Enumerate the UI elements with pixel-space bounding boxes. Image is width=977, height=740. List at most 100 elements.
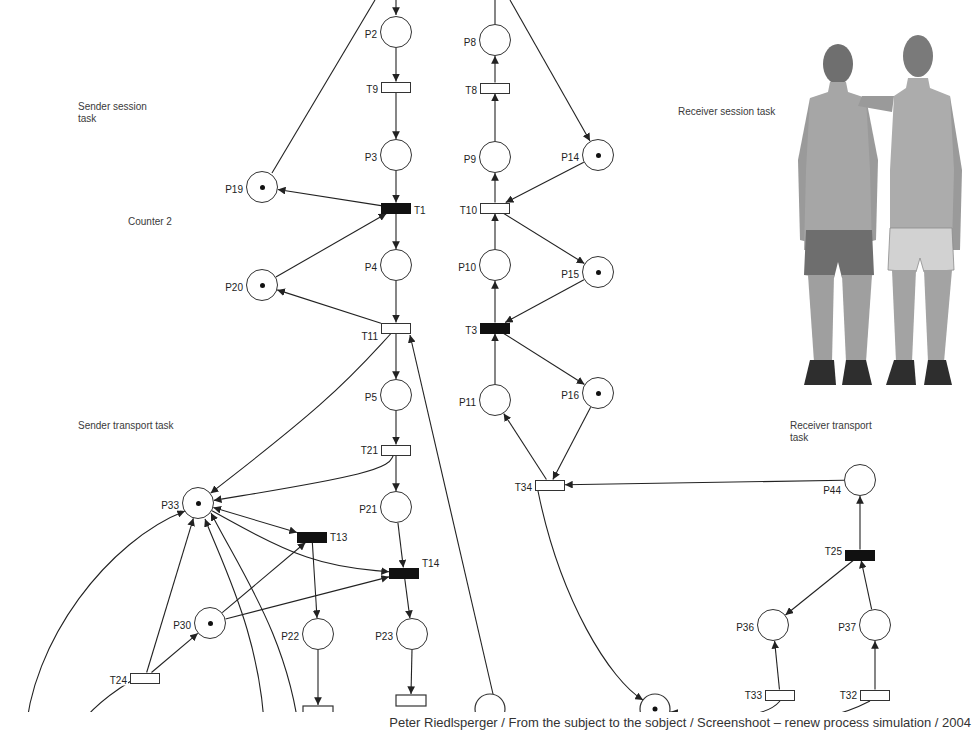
arc-arrow bbox=[504, 413, 547, 479]
arc-arrow bbox=[405, 579, 410, 619]
section-label: Counter 2 bbox=[128, 216, 172, 228]
token-dot bbox=[596, 270, 601, 275]
place-label: P23 bbox=[374, 631, 394, 642]
arc-line bbox=[494, 0, 495, 24]
transition-bar: T3 bbox=[480, 323, 510, 334]
section-label: Receiver transport task bbox=[790, 420, 882, 444]
arc-arrow bbox=[395, 411, 396, 445]
place-label: P16 bbox=[560, 390, 580, 401]
figure-shorts bbox=[888, 228, 954, 272]
figure-leg bbox=[924, 270, 952, 362]
transition-bar: T21 bbox=[381, 445, 411, 456]
place-circle: P36 bbox=[757, 609, 789, 641]
transition-label: T9 bbox=[365, 84, 379, 95]
transition-label: T33 bbox=[744, 690, 763, 701]
figure-shoe bbox=[804, 360, 836, 385]
transition-label: T1 bbox=[413, 205, 427, 216]
transition-label: T32 bbox=[839, 690, 858, 701]
transition-bar: T8 bbox=[480, 83, 510, 94]
arc-line bbox=[510, 0, 590, 141]
arc-arrow bbox=[565, 480, 844, 485]
token-dot bbox=[653, 707, 658, 712]
transition-bar: T9 bbox=[381, 82, 411, 93]
arc-arrow bbox=[494, 56, 495, 83]
transition-bar: T11 bbox=[381, 323, 411, 334]
transition-bar: T33 bbox=[765, 690, 795, 701]
transition-label: T14 bbox=[421, 558, 440, 569]
token-dot bbox=[260, 283, 265, 288]
offscreen-arcs bbox=[25, 0, 870, 740]
arc-arrow bbox=[211, 334, 391, 494]
figure-body bbox=[890, 78, 954, 245]
place-circle: P16 bbox=[582, 377, 614, 409]
place-circle: P15 bbox=[582, 256, 614, 288]
arc-arrow bbox=[494, 334, 495, 385]
arc-arrow bbox=[395, 456, 396, 492]
section-label: Receiver session task bbox=[678, 106, 775, 118]
caption-text: Peter Riedlsperger / From the subject to… bbox=[389, 715, 971, 731]
place-label: P33 bbox=[160, 500, 180, 511]
figure-body bbox=[804, 82, 872, 250]
arc-arrow bbox=[398, 523, 403, 568]
place-label: P20 bbox=[224, 282, 244, 293]
place-label: P5 bbox=[364, 392, 378, 403]
place-circle: P33 bbox=[182, 487, 214, 519]
arc-arrow bbox=[277, 290, 381, 323]
figure-shoe bbox=[842, 360, 872, 385]
arc-arrow bbox=[395, 171, 396, 203]
figure-leg bbox=[808, 275, 834, 362]
figure-shoe bbox=[924, 360, 952, 385]
place-circle: P8 bbox=[479, 24, 511, 56]
arc-arrow bbox=[494, 281, 495, 323]
transition-label: T13 bbox=[329, 532, 348, 543]
place-label: P2 bbox=[364, 29, 378, 40]
place-circle: P9 bbox=[479, 141, 511, 173]
arc-arrow bbox=[859, 496, 860, 550]
transition-label: T34 bbox=[514, 482, 533, 493]
arc-line bbox=[272, 0, 375, 173]
figure-shorts bbox=[804, 230, 874, 278]
place-label: P11 bbox=[458, 397, 477, 408]
section-label: Sender transport task bbox=[78, 420, 174, 432]
place-circle: P44 bbox=[844, 464, 876, 496]
place-label: P22 bbox=[280, 631, 300, 642]
token-dot bbox=[260, 185, 265, 190]
place-circle: P10 bbox=[479, 249, 511, 281]
place-label: P21 bbox=[358, 504, 378, 515]
arc-arrow bbox=[775, 641, 780, 690]
arc-line bbox=[395, 0, 396, 15]
place-circle: P37 bbox=[859, 609, 891, 641]
place-label: P37 bbox=[837, 622, 857, 633]
place-label: P9 bbox=[463, 154, 477, 165]
arc-arrow bbox=[494, 94, 495, 142]
transition-bar: T1 bbox=[381, 203, 411, 214]
figure-leg bbox=[842, 275, 872, 362]
transition-bar bbox=[396, 695, 426, 706]
arc-arrow bbox=[395, 334, 396, 380]
place-circle: P19 bbox=[246, 171, 278, 203]
place-label: P14 bbox=[560, 152, 580, 163]
transition-label: T11 bbox=[361, 331, 380, 342]
arc-arrow bbox=[494, 173, 495, 203]
arc-arrow bbox=[504, 334, 585, 385]
transition-label: T25 bbox=[824, 546, 843, 557]
arc-arrow bbox=[225, 577, 389, 619]
caption-band: Peter Riedlsperger / From the subject to… bbox=[0, 712, 977, 740]
transition-bar: T34 bbox=[535, 480, 565, 491]
place-circle: P11 bbox=[479, 384, 511, 416]
place-circle: P4 bbox=[380, 249, 412, 281]
place-circle: P14 bbox=[582, 139, 614, 171]
photo-figures bbox=[798, 35, 962, 385]
arc-arrow bbox=[212, 511, 389, 572]
figure-leg bbox=[892, 270, 916, 362]
arc-arrow bbox=[874, 641, 875, 690]
arc-arrow bbox=[152, 633, 198, 672]
place-label: P30 bbox=[172, 620, 192, 631]
token-dot bbox=[596, 391, 601, 396]
arc-arrow bbox=[395, 48, 396, 82]
transition-label: T24 bbox=[109, 675, 128, 686]
place-circle: P3 bbox=[380, 139, 412, 171]
place-label: P4 bbox=[364, 262, 378, 273]
place-label: P3 bbox=[364, 152, 378, 163]
